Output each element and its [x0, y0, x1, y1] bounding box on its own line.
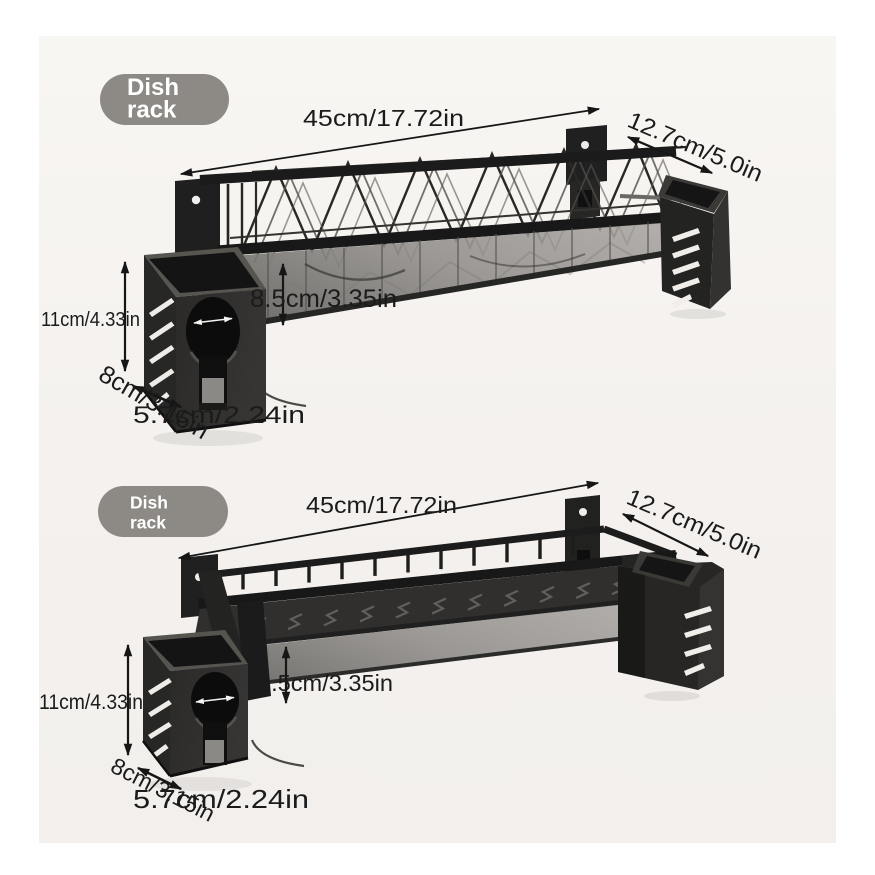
- svg-text:11cm/4.33in: 11cm/4.33in: [41, 308, 140, 331]
- svg-text:45cm/17.72in: 45cm/17.72in: [306, 492, 457, 518]
- svg-text:rack: rack: [127, 97, 177, 124]
- svg-text:11cm/4.33in: 11cm/4.33in: [39, 691, 143, 714]
- svg-text:5.7cm/2.24in: 5.7cm/2.24in: [133, 402, 305, 429]
- svg-text:8.5cm/3.35in: 8.5cm/3.35in: [258, 670, 393, 696]
- svg-text:Dish: Dish: [130, 493, 168, 513]
- svg-text:45cm/17.72in: 45cm/17.72in: [303, 105, 464, 131]
- svg-text:5.7cm/2.24in: 5.7cm/2.24in: [133, 784, 309, 814]
- svg-text:rack: rack: [130, 513, 166, 533]
- svg-text:Dish: Dish: [127, 74, 179, 101]
- svg-text:8.5cm/3.35in: 8.5cm/3.35in: [250, 285, 397, 313]
